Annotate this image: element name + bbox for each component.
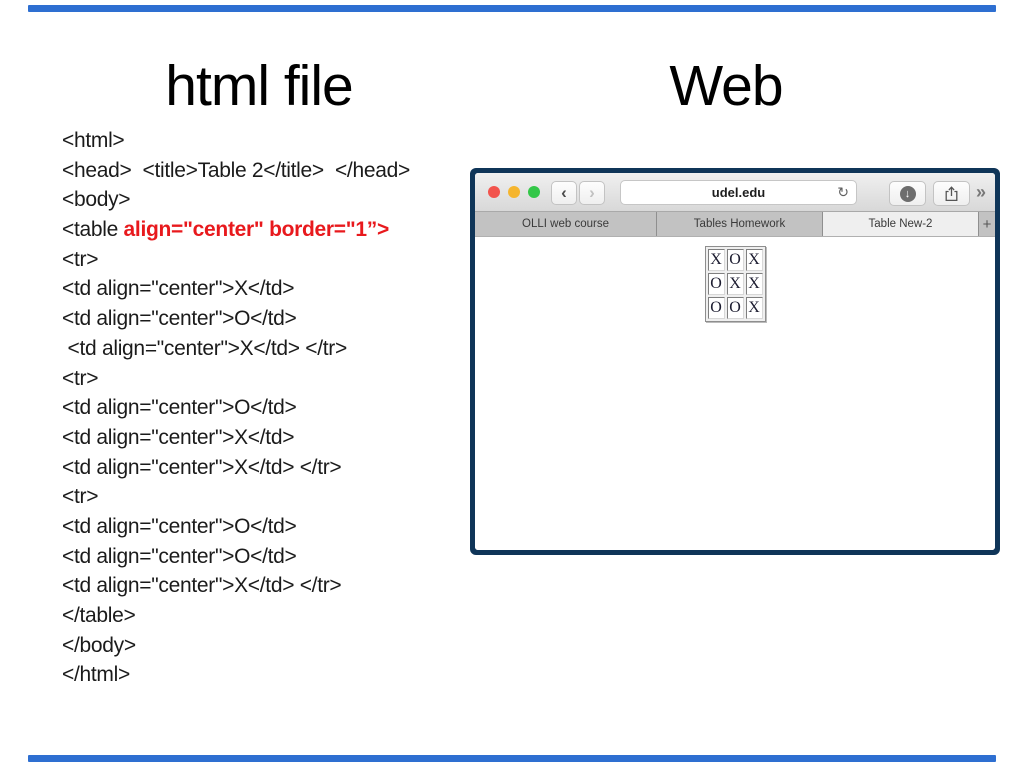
tab-tables-homework[interactable]: Tables Homework — [657, 212, 823, 236]
code-line: </body> — [62, 633, 136, 657]
table-cell: O — [707, 273, 725, 295]
code-line: <head> <title>Table 2</title> </head> — [62, 158, 410, 182]
table-cell: X — [745, 249, 763, 271]
browser-chrome: ‹ › udel.edu ↻ ↓ » OLLI web c — [475, 173, 995, 550]
code-line: <td align="center">X</td> — [62, 277, 295, 301]
code-line: <body> — [62, 188, 131, 212]
close-window-button[interactable] — [488, 186, 500, 198]
code-line: <td align="center">O</td> — [62, 544, 297, 568]
code-line: <tr> — [62, 485, 99, 509]
download-icon: ↓ — [899, 185, 916, 202]
forward-chevron-icon: › — [589, 183, 595, 202]
code-line: <td align="center">X</td> </tr> — [62, 336, 348, 360]
code-line: <td align="center">X</td> </tr> — [62, 455, 342, 479]
code-line: </html> — [62, 663, 130, 687]
tab-table-new-2[interactable]: Table New-2 — [823, 212, 979, 236]
table-cell: O — [726, 297, 744, 319]
code-line: <td align="center">O</td> — [62, 514, 297, 538]
forward-button[interactable]: › — [579, 181, 605, 205]
table-cell: X — [745, 273, 763, 295]
tab-olli-web-course[interactable]: OLLI web course — [475, 212, 657, 236]
code-line: <table align="center" border="1”> — [62, 218, 389, 242]
table-cell: X — [745, 297, 763, 319]
share-button[interactable] — [933, 181, 970, 206]
code-line: <td align="center">O</td> — [62, 307, 297, 331]
table-cell: X — [726, 273, 744, 295]
browser-toolbar: ‹ › udel.edu ↻ ↓ » — [475, 173, 995, 212]
address-bar[interactable]: udel.edu ↻ — [620, 180, 857, 205]
share-icon — [945, 185, 958, 201]
code-line: <html> — [62, 129, 125, 152]
table-cell: O — [726, 249, 744, 271]
new-tab-button[interactable]: + — [982, 215, 992, 233]
minimize-window-button[interactable] — [508, 186, 520, 198]
top-accent-bar — [28, 5, 996, 12]
more-toolbar-items-button[interactable]: » — [976, 182, 987, 202]
left-column-title: html file — [165, 54, 353, 118]
downloads-button[interactable]: ↓ — [889, 181, 926, 206]
bottom-accent-bar — [28, 755, 996, 762]
back-button[interactable]: ‹ — [551, 181, 577, 205]
zoom-window-button[interactable] — [528, 186, 540, 198]
code-line: <tr> — [62, 366, 99, 390]
code-line: <td align="center">X</td> </tr> — [62, 574, 342, 598]
code-listing: <html> <head> <title>Table 2</title> </he… — [62, 126, 410, 690]
reload-icon[interactable]: ↻ — [837, 184, 849, 200]
table-cell: X — [707, 249, 725, 271]
back-chevron-icon: ‹ — [561, 183, 567, 202]
table-cell: O — [707, 297, 725, 319]
right-column-title: Web — [669, 54, 783, 118]
code-line: <td align="center">O</td> — [62, 396, 297, 420]
code-line: <td align="center">X</td> — [62, 425, 295, 449]
url-text: udel.edu — [711, 185, 766, 200]
code-line: <tr> — [62, 247, 99, 271]
code-line: </table> — [62, 604, 136, 627]
browser-window: ‹ › udel.edu ↻ ↓ » OLLI web c — [470, 168, 1000, 555]
